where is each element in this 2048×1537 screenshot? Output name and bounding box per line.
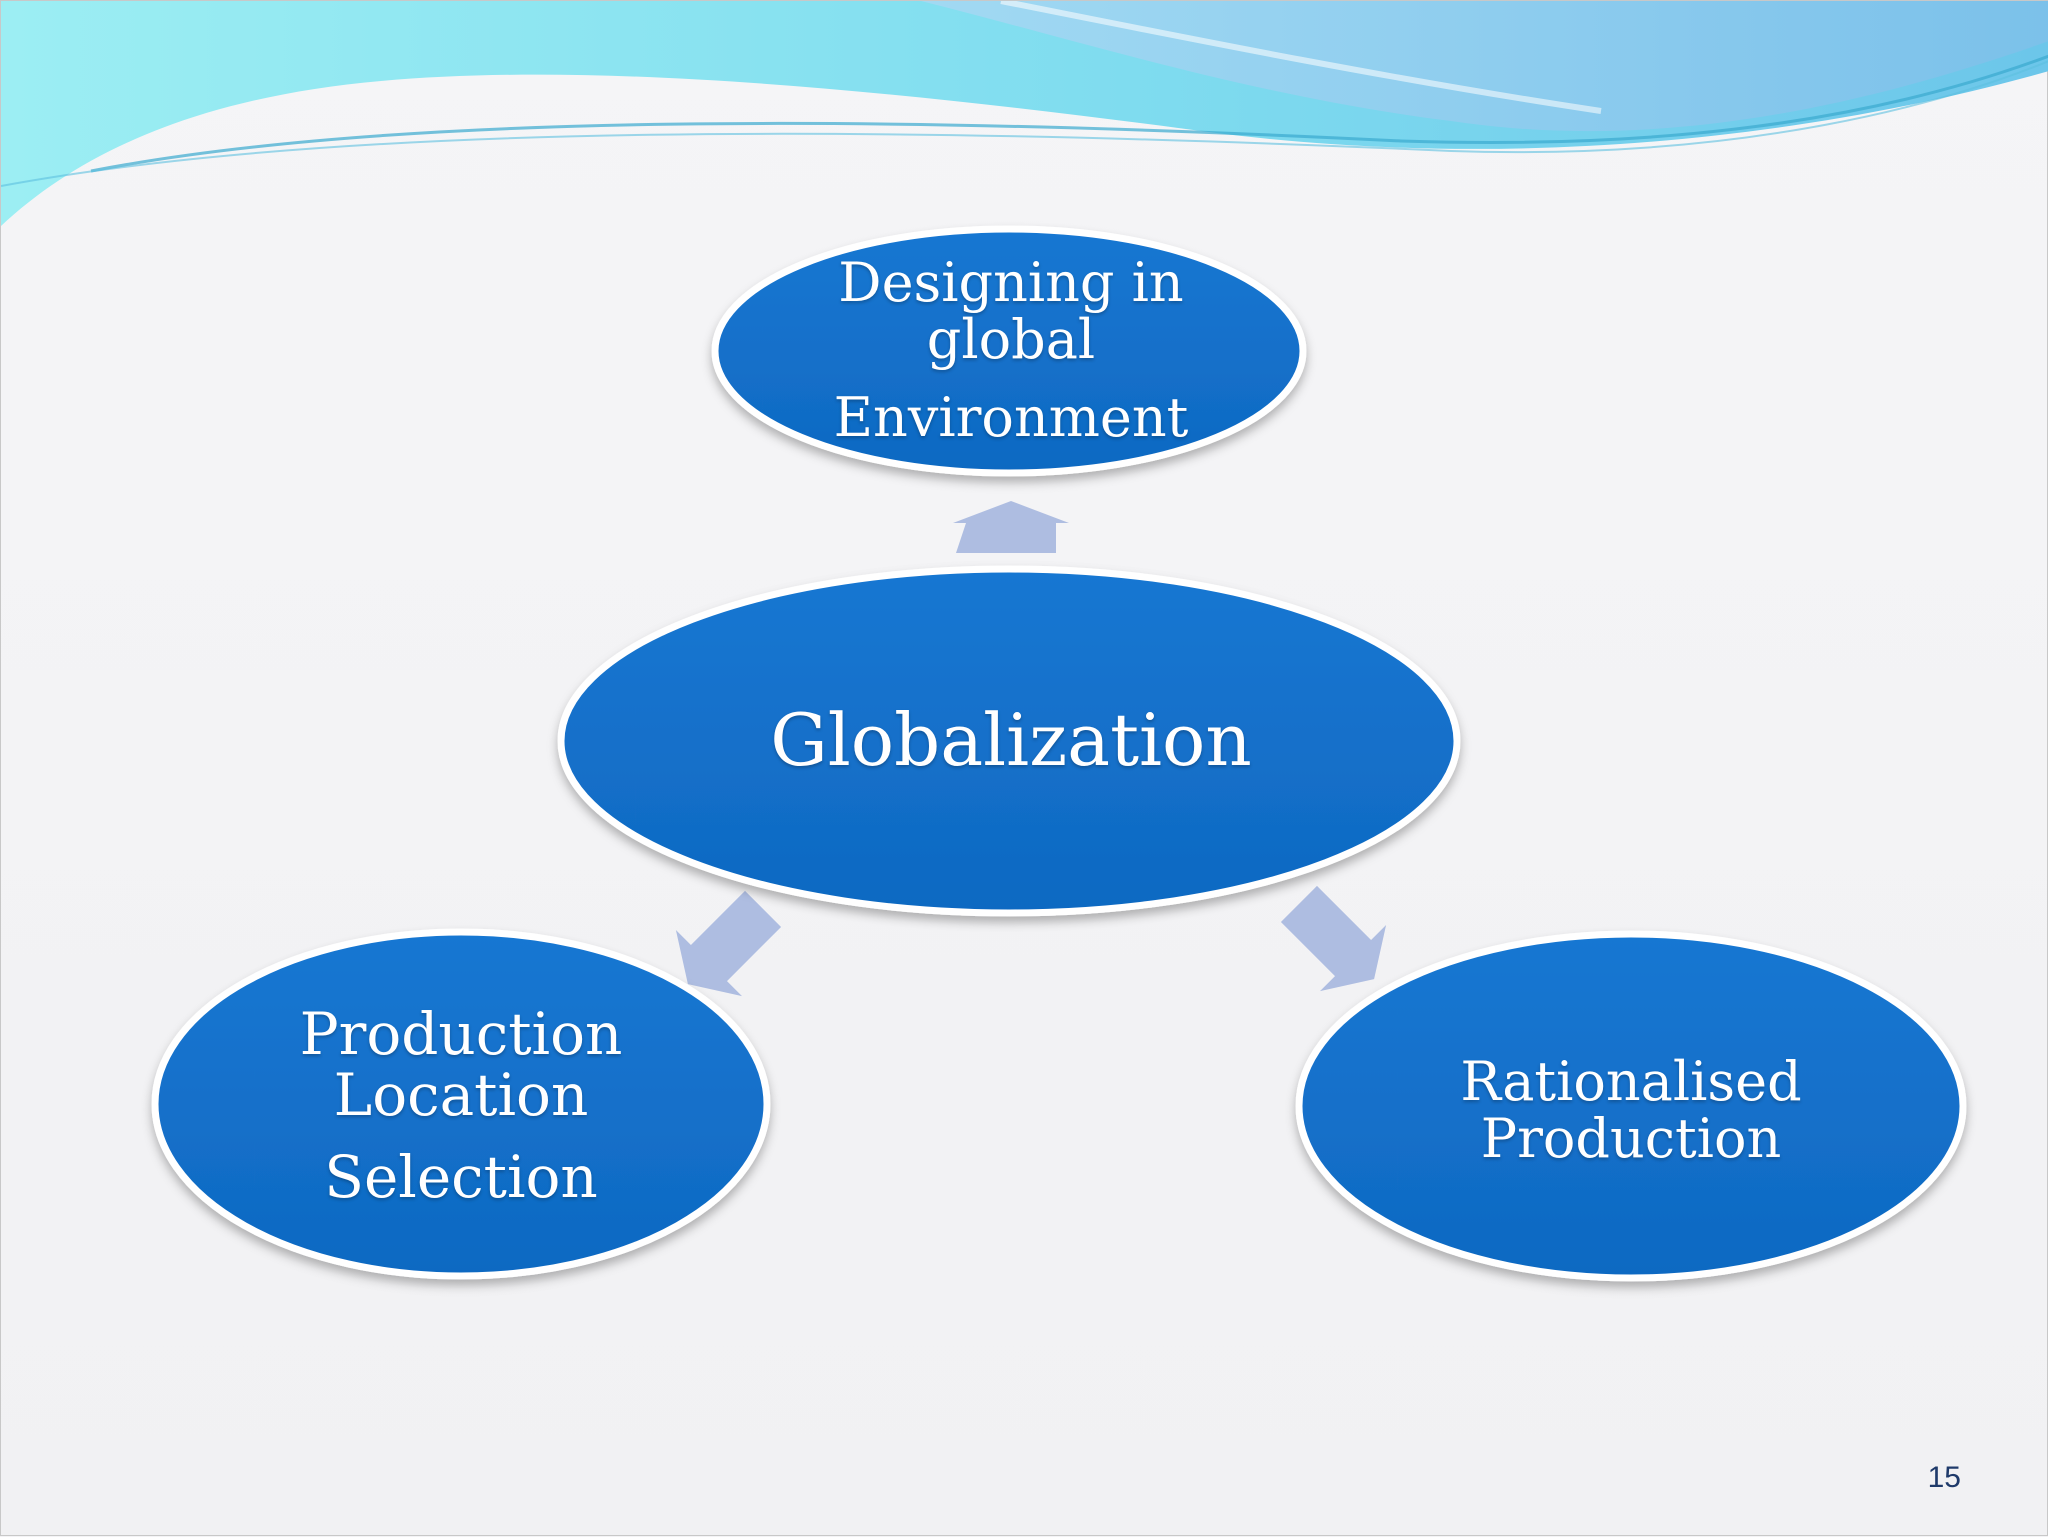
wave-header-decoration — [1, 1, 2048, 226]
wave-deep — [921, 1, 2048, 132]
wave-white-streak — [1000, 1, 1602, 114]
node-center-globalization — [557, 565, 1461, 917]
node-left-production — [151, 928, 771, 1280]
wave-line — [90, 54, 2048, 173]
node-right-rationalised — [1295, 930, 1967, 1282]
wave-line-2 — [1, 60, 2048, 187]
arrow-to-right — [1280, 885, 1387, 992]
arrow-to-top — [953, 501, 1069, 553]
arrow-to-left — [675, 890, 782, 997]
page-number: 15 — [1927, 1461, 1961, 1494]
node-top-designing — [711, 225, 1307, 477]
